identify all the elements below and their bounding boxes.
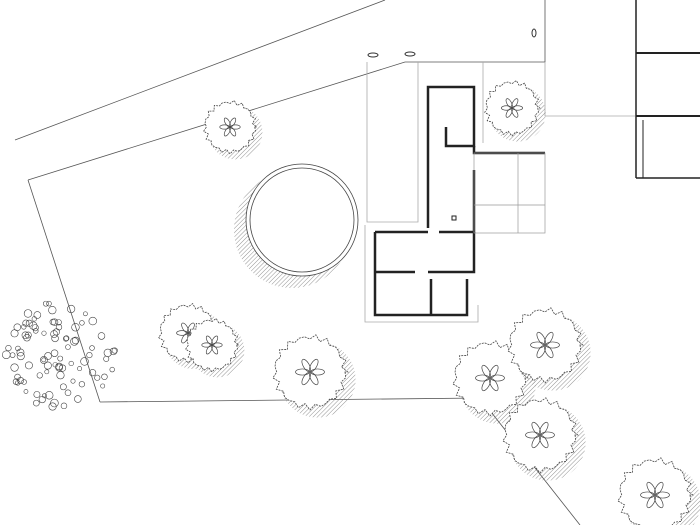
trees (2, 81, 700, 525)
car-markers (368, 29, 536, 57)
tree-icon (485, 81, 546, 142)
pool (215, 164, 358, 299)
road-edge (15, 0, 385, 140)
house-wall (439, 170, 474, 232)
courtyard-outline (367, 62, 418, 222)
house-wall (375, 232, 467, 315)
east-yard-line (545, 62, 635, 116)
marker-icon (368, 53, 378, 57)
house-wall (428, 87, 474, 228)
house-wall (428, 232, 474, 272)
column (452, 216, 456, 220)
annex (474, 153, 545, 233)
neighbor-building (636, 0, 700, 178)
terrace-outline (365, 225, 478, 322)
marker-icon (405, 52, 415, 56)
pool-inner (250, 168, 354, 272)
house-wall (474, 146, 545, 153)
tree-icon (273, 335, 356, 418)
marker-icon (532, 29, 536, 37)
tree-icon (618, 458, 700, 525)
shrub-cluster-icon (2, 301, 117, 410)
property-line (28, 0, 545, 180)
property-line-west (28, 180, 100, 402)
